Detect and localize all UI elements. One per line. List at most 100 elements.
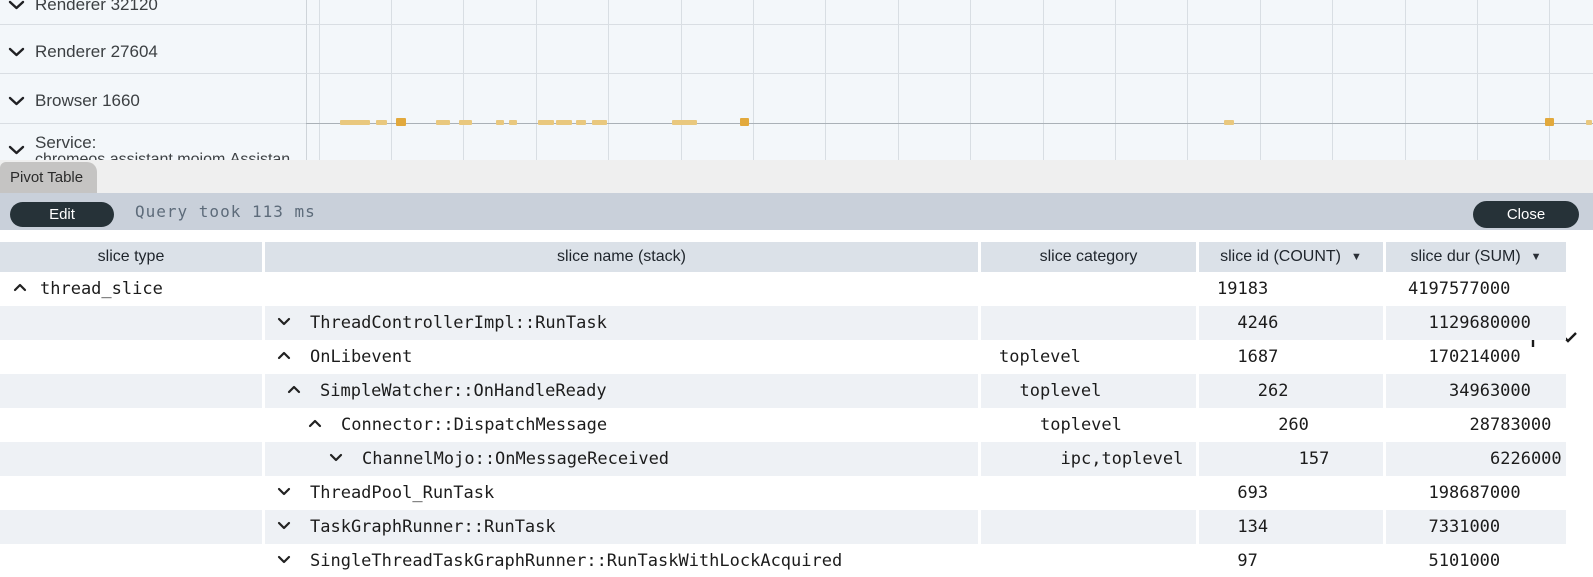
track-group-label[interactable]: Renderer 27604 [35, 42, 158, 62]
trace-slice[interactable] [436, 120, 450, 125]
cell-slice-type [0, 306, 262, 340]
cell-slice-dur-sum: 7331000 [1386, 510, 1566, 544]
trace-slice[interactable] [376, 120, 387, 125]
track-group-label[interactable]: Service: [35, 133, 96, 153]
cell-slice-id-count: 19183 [1199, 272, 1383, 306]
sort-descending-icon[interactable]: ▼ [1531, 242, 1542, 272]
trace-slice[interactable] [538, 120, 554, 125]
track-group-label[interactable]: Renderer 32120 [35, 0, 158, 15]
table-row: SimpleWatcher::OnHandleReadytoplevel2623… [0, 374, 1566, 408]
cell-slice-dur-sum: 5101000 [1386, 544, 1566, 577]
table-row: SingleThreadTaskGraphRunner::RunTaskWith… [0, 544, 1566, 577]
cell-slice-name [265, 272, 978, 306]
table-row: Connector::DispatchMessage toplevel260287… [0, 408, 1566, 442]
slice-type-value: thread_slice [40, 279, 163, 299]
cell-slice-type [0, 408, 262, 442]
cell-slice-dur-sum: 170214000 [1386, 340, 1566, 374]
slice-name-value: ChannelMojo::OnMessageReceived [362, 449, 669, 469]
trace-slice[interactable] [1586, 120, 1592, 125]
trace-slice[interactable] [576, 120, 586, 125]
cell-slice-category: toplevel [981, 340, 1196, 374]
cell-slice-name: ChannelMojo::OnMessageReceived [265, 442, 978, 476]
pivot-table-toolbar: Edit Query took 113 ms Close [0, 193, 1593, 230]
edit-button[interactable]: Edit [10, 202, 114, 227]
bottom-panel-tab-strip: Pivot Table [0, 160, 1593, 193]
trace-slice[interactable] [672, 120, 697, 125]
cell-slice-dur-sum: 34963000 [1386, 374, 1566, 408]
column-header-slice-name-stack-[interactable]: slice name (stack) [265, 242, 978, 272]
track-separator [0, 24, 1593, 25]
expand-chevron-down-icon[interactable] [329, 453, 343, 462]
table-row: ThreadControllerImpl::RunTask 42461129680… [0, 306, 1566, 340]
cell-slice-category [981, 306, 1196, 340]
pivot-table: slice type slice name (stack) slice catego… [0, 242, 1593, 577]
column-header-label: slice category [1040, 248, 1138, 265]
trace-slice[interactable] [396, 118, 406, 126]
trace-slice[interactable] [1224, 120, 1234, 125]
cell-slice-dur-sum: 1129680000 [1386, 306, 1566, 340]
slice-name-value: ThreadPool_RunTask [310, 483, 494, 503]
cell-slice-category: toplevel [981, 374, 1196, 408]
trace-slice[interactable] [740, 118, 749, 126]
expand-chevron-down-icon[interactable] [277, 317, 291, 326]
trace-slice[interactable] [340, 120, 370, 125]
cell-slice-dur-sum: 198687000 [1386, 476, 1566, 510]
column-header-slice-type[interactable]: slice type [0, 242, 262, 272]
cell-slice-name: OnLibevent [265, 340, 978, 374]
cell-slice-id-count: 260 [1199, 408, 1383, 442]
expand-chevron-down-icon[interactable] [277, 521, 291, 530]
cell-slice-type [0, 442, 262, 476]
track-group-label-line2[interactable]: chromeos.assistant.mojom.Assistan [35, 151, 290, 160]
cell-slice-id-count: 4246 [1199, 306, 1383, 340]
slice-name-value: OnLibevent [310, 347, 412, 367]
collapse-chevron-up-icon[interactable] [277, 351, 291, 360]
cell-slice-dur-sum: 28783000 [1386, 408, 1566, 442]
tab-pivot-table[interactable]: Pivot Table [0, 162, 97, 193]
cell-slice-type: thread_slice [0, 272, 262, 306]
cell-slice-name: ThreadPool_RunTask [265, 476, 978, 510]
cell-slice-id-count: 693 [1199, 476, 1383, 510]
track-expand-chevron-down-icon[interactable] [8, 47, 25, 57]
trace-slice[interactable] [592, 120, 607, 125]
collapse-chevron-up-icon[interactable] [308, 419, 322, 428]
cell-slice-type [0, 544, 262, 577]
table-row: ThreadPool_RunTask 693198687000 [0, 476, 1566, 510]
cell-slice-type [0, 374, 262, 408]
table-row: TaskGraphRunner::RunTask1347331000 [0, 510, 1566, 544]
column-header-label: slice name (stack) [557, 248, 686, 265]
slice-name-value: SingleThreadTaskGraphRunner::RunTaskWith… [310, 551, 842, 571]
trace-slice[interactable] [556, 120, 572, 125]
column-header-slice-dur-sum-[interactable]: slice dur (SUM)▼ [1386, 242, 1566, 272]
cell-slice-category [981, 544, 1196, 577]
slice-name-value: Connector::DispatchMessage [341, 415, 607, 435]
expand-chevron-down-icon[interactable] [277, 487, 291, 496]
column-header-slice-category[interactable]: slice category [981, 242, 1196, 272]
cell-slice-category [981, 476, 1196, 510]
slice-name-value: ThreadControllerImpl::RunTask [310, 313, 607, 333]
close-button[interactable]: Close [1473, 201, 1579, 228]
cell-slice-category [981, 510, 1196, 544]
trace-slice[interactable] [1545, 118, 1554, 126]
sort-descending-icon[interactable]: ▼ [1351, 242, 1362, 272]
slice-name-value: SimpleWatcher::OnHandleReady [320, 381, 607, 401]
track-expand-chevron-down-icon[interactable] [8, 96, 25, 106]
cell-slice-dur-sum: 4197577000 [1386, 272, 1566, 306]
query-status-text: Query took 113 ms [135, 193, 316, 230]
trace-slice[interactable] [496, 120, 504, 125]
timeline-canvas[interactable]: Renderer 32120Renderer 27604Browser 1660… [0, 0, 1593, 160]
track-group-label[interactable]: Browser 1660 [35, 91, 140, 111]
cell-slice-category [981, 272, 1196, 306]
track-expand-chevron-down-icon[interactable] [8, 145, 25, 155]
column-header-label: slice id (COUNT) [1220, 248, 1341, 265]
track-expand-chevron-down-icon[interactable] [8, 0, 25, 10]
trace-slice[interactable] [459, 120, 472, 125]
collapse-chevron-up-icon[interactable] [287, 385, 301, 394]
cell-slice-name: ThreadControllerImpl::RunTask [265, 306, 978, 340]
collapse-chevron-up-icon[interactable] [13, 283, 27, 292]
cell-slice-name: Connector::DispatchMessage [265, 408, 978, 442]
cell-slice-id-count: 134 [1199, 510, 1383, 544]
column-header-slice-id-count-[interactable]: slice id (COUNT) ▼ [1199, 242, 1383, 272]
trace-slice[interactable] [509, 120, 517, 125]
expand-chevron-down-icon[interactable] [277, 555, 291, 564]
cell-slice-category: toplevel [981, 408, 1196, 442]
